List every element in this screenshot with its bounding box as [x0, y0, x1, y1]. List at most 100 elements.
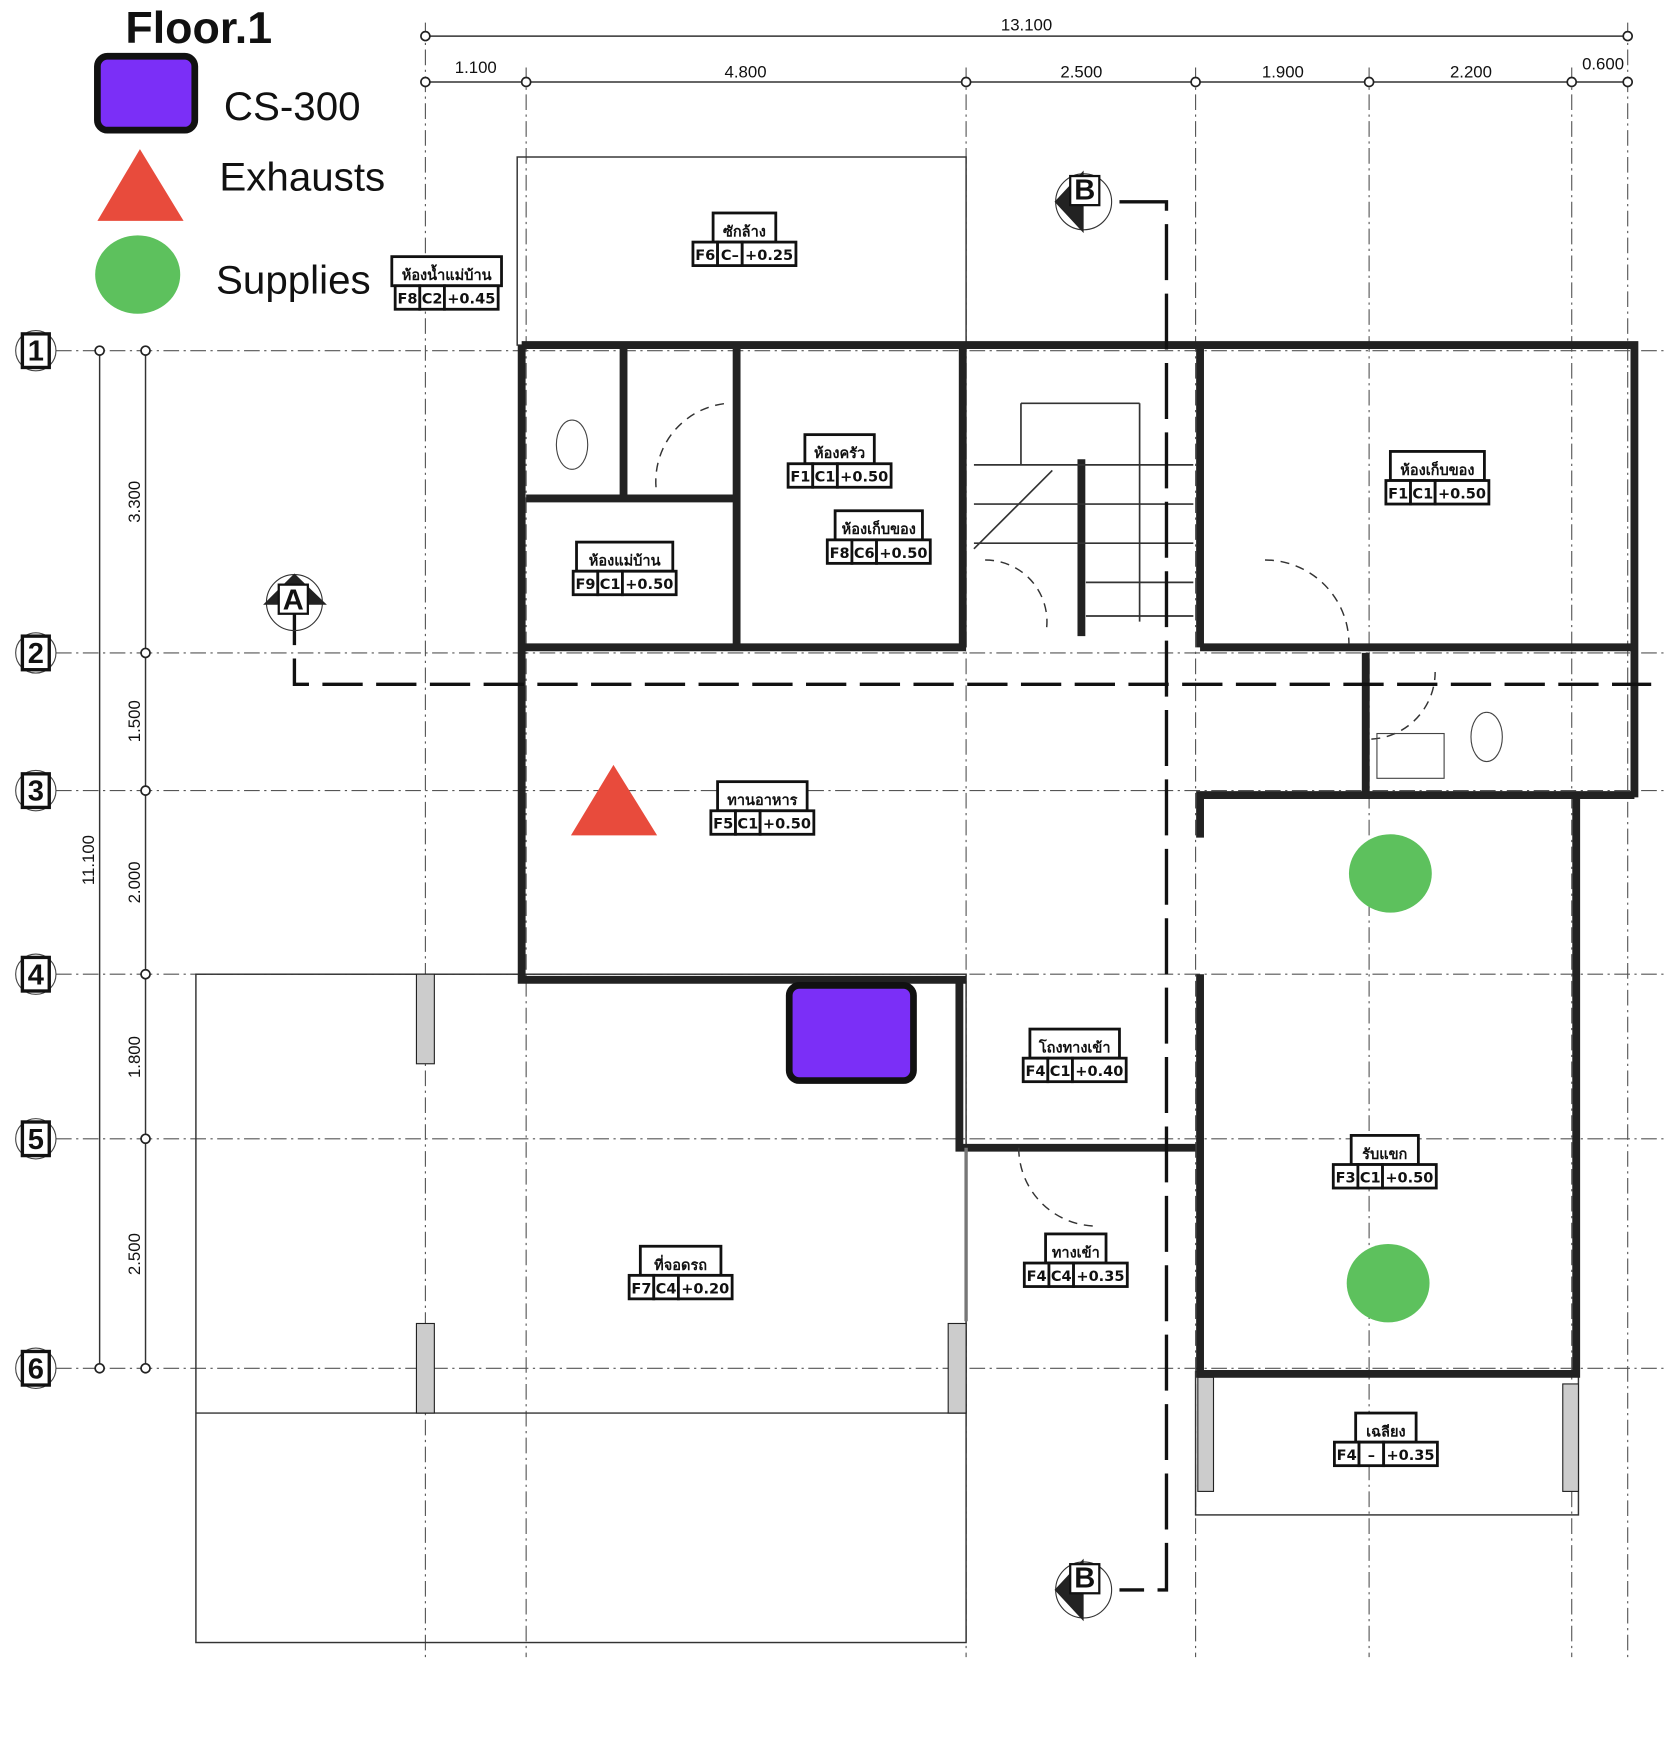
building-outline [195, 156, 1580, 1644]
room-name: รับแขก [1362, 1146, 1407, 1163]
room-ceiling: C1 [1050, 1063, 1071, 1080]
dim-width-5: 2.200 [1450, 63, 1492, 82]
hvac-symbols [570, 764, 1432, 1323]
dim-depth-4: 1.800 [125, 1036, 144, 1078]
room-level: +0.40 [1075, 1063, 1123, 1080]
dim-total-width: 13.100 [1001, 16, 1052, 35]
grid-row-label: 4 [28, 959, 45, 991]
dim-width-4: 1.900 [1262, 63, 1304, 82]
grid-row-label: 5 [28, 1124, 44, 1156]
room-name: ห้องแม่บ้าน [589, 553, 661, 570]
room-floor: F8 [830, 545, 850, 562]
grid-marker-3: 3 [15, 769, 57, 812]
room-name: ซักล้าง [723, 223, 766, 240]
svg-text:A: A [283, 584, 304, 616]
room-level: +0.25 [745, 247, 793, 264]
section-marker-b-top: B [1054, 170, 1113, 234]
exhaust-triangle-icon [570, 764, 658, 836]
supply-circle-icon [1346, 1244, 1430, 1323]
room-level: +0.35 [1386, 1447, 1434, 1464]
room-name: ห้องครัว [814, 445, 865, 462]
legend-cs-300-icon [94, 52, 199, 134]
section-marker-a: A [263, 573, 327, 632]
room-floor: F9 [575, 576, 595, 593]
room-level: +0.50 [879, 545, 927, 562]
room-level: +0.20 [681, 1280, 729, 1297]
room-level: +0.50 [1438, 485, 1486, 502]
dim-depth-5: 2.500 [125, 1233, 144, 1275]
room-ceiling: C4 [1051, 1268, 1072, 1285]
room-label: ห้องครัวF1 C1+0.50 [786, 433, 893, 489]
grid-marker-5: 5 [15, 1118, 57, 1160]
dim-width-2: 4.800 [725, 63, 767, 82]
section-cut-lines: A B B [263, 170, 1652, 1622]
room-ceiling: C4 [656, 1280, 677, 1297]
grid-marker-1: 1 [15, 329, 57, 372]
room-floor: F5 [713, 816, 733, 833]
grid-row-markers: 1 2 3 4 5 6 [15, 329, 57, 1389]
room-ceiling: C1 [1360, 1169, 1381, 1186]
room-ceiling: C– [721, 247, 739, 264]
room-name: ที่จอดรถ [654, 1254, 707, 1274]
room-level: +0.50 [625, 576, 673, 593]
room-label: ห้องแม่บ้าน F9 C1+0.50 [571, 540, 678, 597]
legend: Floor.1 CS-300 Exhausts Supplies [94, 3, 385, 314]
room-floor: F3 [1336, 1169, 1356, 1186]
dim-width-1: 1.100 [455, 58, 497, 77]
grid-row-label: 2 [28, 638, 44, 670]
room-ceiling: C1 [1412, 485, 1433, 502]
room-floor: F1 [790, 469, 810, 486]
room-name: เฉลียง [1366, 1424, 1405, 1441]
room-ceiling: – [1368, 1447, 1375, 1464]
legend-supply-icon [95, 235, 181, 314]
room-floor: F1 [1388, 485, 1408, 502]
grid-row-label: 3 [28, 776, 44, 808]
room-floor: F8 [397, 291, 417, 308]
room-level: +0.45 [447, 291, 495, 308]
room-ceiling: C6 [854, 545, 875, 562]
legend-exhaust-icon [97, 149, 184, 221]
room-ceiling: C2 [422, 291, 443, 308]
dim-total-depth: 11.100 [79, 835, 98, 885]
room-label: เฉลียง F4–+0.35 [1333, 1411, 1439, 1468]
room-level: +0.50 [840, 469, 888, 486]
room-floor: F7 [631, 1280, 651, 1297]
section-marker-b-bottom: B [1054, 1558, 1113, 1622]
room-floor: F4 [1337, 1447, 1357, 1464]
grid-row-label: 1 [28, 336, 44, 368]
dim-depth-1: 3.300 [125, 481, 144, 523]
dim-width-6: 0.600 [1582, 55, 1624, 74]
grid-marker-2: 2 [15, 632, 57, 674]
room-floor: F4 [1025, 1063, 1045, 1080]
grid-marker-4: 4 [15, 953, 57, 995]
room-name: โถงทางเข้า [1038, 1039, 1111, 1057]
svg-text:B: B [1074, 1563, 1095, 1595]
dim-depth-2: 1.500 [125, 700, 144, 742]
dimension-lines: 13.100 1.100 4.800 2.500 1.900 2.200 0.6… [79, 16, 1634, 1374]
room-ceiling: C1 [600, 576, 621, 593]
room-name: ทานอาหาร [727, 792, 797, 809]
svg-text:B: B [1074, 175, 1095, 207]
dim-width-3: 2.500 [1060, 63, 1102, 82]
room-name: ห้องเก็บของ [842, 519, 916, 538]
room-level: +0.50 [763, 816, 811, 833]
room-floor: F6 [695, 247, 715, 264]
room-label: ซักล้าง F6 C– +0.25 [691, 211, 798, 267]
room-ceiling: C1 [815, 469, 836, 486]
legend-exhaust-label: Exhausts [219, 155, 385, 200]
legend-cs-300-label: CS-300 [224, 84, 361, 129]
cs-300-unit-icon [785, 982, 917, 1084]
room-level: +0.50 [1385, 1169, 1433, 1186]
room-level: +0.35 [1076, 1268, 1124, 1285]
room-ceiling: C1 [737, 816, 758, 833]
grid-row-label: 6 [28, 1353, 44, 1385]
